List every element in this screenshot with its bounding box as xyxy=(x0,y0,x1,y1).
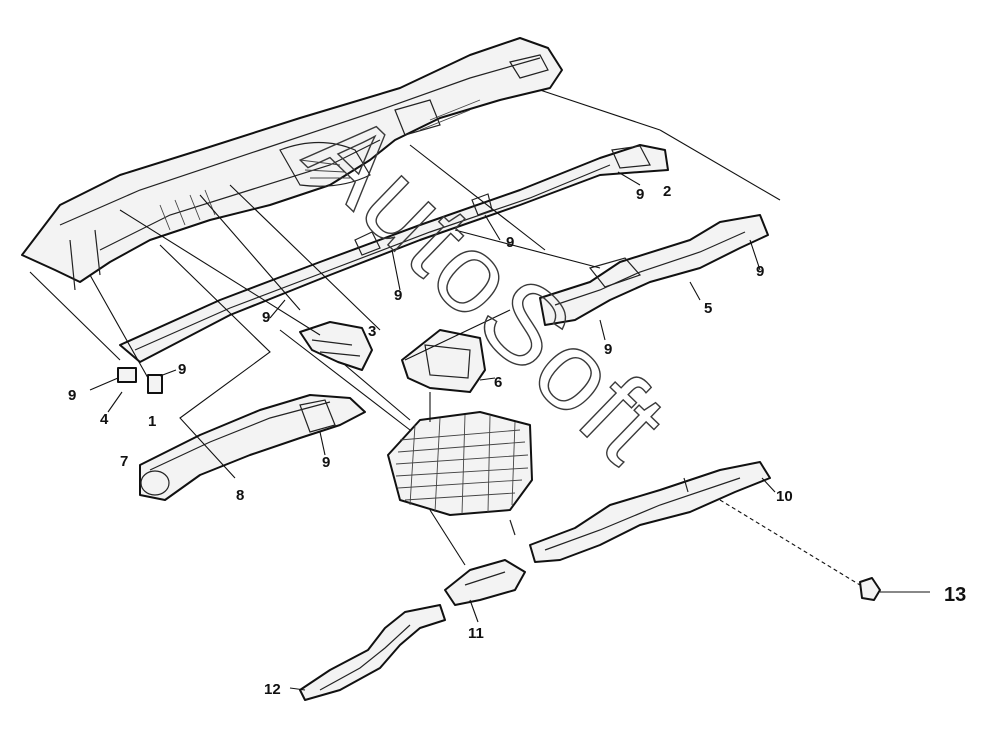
callout-12: 12 xyxy=(264,681,281,698)
callout-10: 10 xyxy=(776,488,793,505)
bracket-part-1 xyxy=(147,374,163,394)
housing-part-6 xyxy=(401,329,486,393)
callout-9-a: 9 xyxy=(68,387,76,404)
callout-5: 5 xyxy=(704,300,712,317)
callout-9-b: 9 xyxy=(178,361,186,378)
callout-labels: 1 2 3 4 5 6 7 8 9 9 9 9 9 9 9 9 9 10 11 … xyxy=(68,183,966,698)
bracket-part-4 xyxy=(117,367,137,383)
callout-9-d: 9 xyxy=(394,287,402,304)
callout-9-i: 9 xyxy=(322,454,330,471)
rear-floor-duct xyxy=(509,461,771,563)
callout-4: 4 xyxy=(100,411,109,428)
callout-3: 3 xyxy=(368,323,376,340)
callout-7: 7 xyxy=(120,453,128,470)
instrument-panel xyxy=(21,37,563,291)
callout-2: 2 xyxy=(663,183,671,200)
screw-part-13 xyxy=(859,577,881,601)
callout-9-h: 9 xyxy=(756,263,764,280)
callout-9-g: 9 xyxy=(604,341,612,358)
callout-13: 13 xyxy=(944,584,966,606)
left-lower-duct xyxy=(139,394,366,501)
callout-11: 11 xyxy=(468,625,484,642)
callout-9-c: 9 xyxy=(262,309,270,326)
heater-unit xyxy=(387,411,533,516)
callout-8: 8 xyxy=(236,487,244,504)
lower-duct-part-11 xyxy=(444,559,526,606)
callout-9-f: 9 xyxy=(636,186,644,203)
callout-9-e: 9 xyxy=(506,234,514,251)
floor-duct-part-12 xyxy=(299,604,446,701)
right-side-duct xyxy=(539,214,769,326)
leader-lines xyxy=(29,89,930,691)
callout-6: 6 xyxy=(494,374,502,391)
callout-1: 1 xyxy=(148,413,156,430)
main-air-duct xyxy=(119,144,669,363)
